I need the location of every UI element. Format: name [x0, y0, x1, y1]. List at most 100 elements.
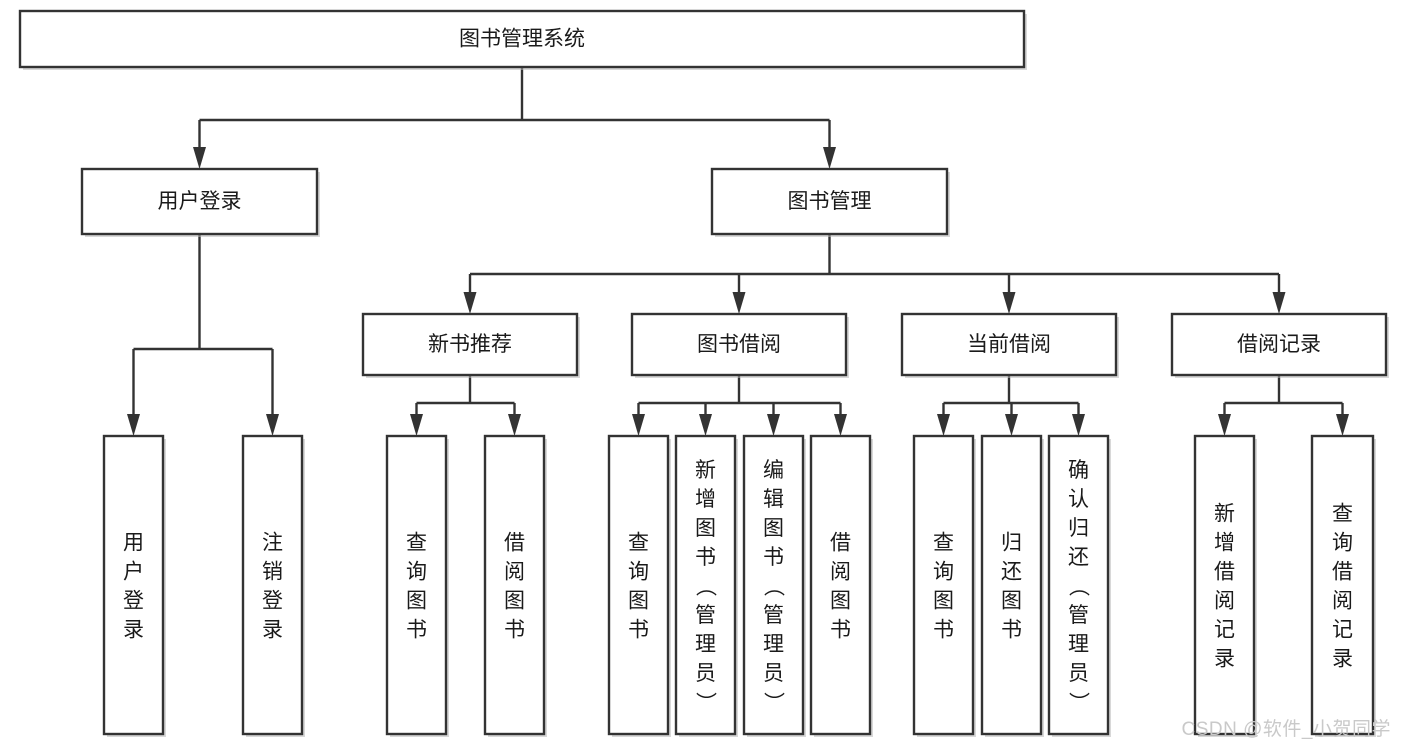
- node-book-manage[interactable]: 图书管理: [710, 167, 950, 237]
- arrow-head-icon: [127, 414, 140, 436]
- node-label-char: 还: [1001, 561, 1022, 584]
- node-label: 图书借阅: [697, 333, 781, 356]
- node-label-char: 理: [1068, 633, 1089, 656]
- arrow-head-icon: [1218, 414, 1231, 436]
- node-label-char: 查: [406, 532, 427, 555]
- arrow-head-icon: [1272, 292, 1286, 314]
- node-root[interactable]: 图书管理系统: [18, 9, 1027, 70]
- node-label-char: ）: [1067, 692, 1090, 713]
- arrow-head-icon: [1072, 414, 1085, 436]
- node-new-book-rec[interactable]: 新书推荐: [361, 312, 580, 378]
- node-label-char: 登: [262, 590, 283, 613]
- node-box: [1170, 312, 1388, 377]
- node-current-borrow[interactable]: 当前借阅: [900, 312, 1119, 378]
- node-box: [674, 434, 737, 736]
- node-box: [1047, 434, 1110, 736]
- node-label-char: 询: [933, 561, 954, 584]
- arrow-head-icon: [1336, 414, 1349, 436]
- node-label-char: 理: [695, 633, 716, 656]
- node-label-char: 增: [1214, 532, 1235, 555]
- node-label-char: 增: [695, 488, 716, 511]
- node-label-char: 管: [695, 604, 716, 627]
- node-box: [607, 434, 670, 736]
- arrow-head-icon: [266, 414, 279, 436]
- node-label-char: 注: [262, 532, 283, 555]
- node-borrow-record[interactable]: 借阅记录: [1170, 312, 1389, 378]
- node-label-char: 书: [933, 619, 954, 642]
- node-label-char: 辑: [763, 488, 784, 511]
- arrow-head-icon: [1005, 414, 1018, 436]
- node-label-char: 阅: [504, 561, 525, 584]
- arrow-head-icon: [823, 147, 836, 169]
- node-label-char: 理: [763, 633, 784, 656]
- node-label-char: 书: [1001, 619, 1022, 642]
- node-label-char: 借: [504, 532, 525, 555]
- node-label-char: 询: [406, 561, 427, 584]
- node-label-char: 书: [504, 619, 525, 642]
- node-label-char: 录: [1214, 648, 1235, 671]
- node-layer: 图书管理系统用户登录图书管理新书推荐图书借阅当前借阅借阅记录用户登录注销登录查询…: [18, 9, 1389, 737]
- node-label-char: 登: [123, 590, 144, 613]
- node-label-char: 员: [695, 662, 716, 685]
- node-box: [710, 167, 949, 236]
- node-label-char: 阅: [830, 561, 851, 584]
- node-book-borrow[interactable]: 图书借阅: [630, 312, 849, 378]
- connector-layer: [127, 67, 1349, 436]
- node-label-char: 书: [763, 546, 784, 569]
- arrow-head-icon: [193, 147, 206, 169]
- node-label-char: 阅: [1332, 590, 1353, 613]
- node-label: 新书推荐: [428, 333, 512, 356]
- node-box: [18, 9, 1026, 69]
- node-label-char: 查: [628, 532, 649, 555]
- node-label-char: 借: [1332, 561, 1353, 584]
- node-label-char: 书: [628, 619, 649, 642]
- node-leaf-user-login[interactable]: 用户登录: [102, 434, 166, 737]
- node-label-char: 归: [1001, 532, 1022, 555]
- node-label-char: 借: [1214, 561, 1235, 584]
- node-label-char: 新: [1214, 503, 1235, 526]
- node-box: [483, 434, 546, 736]
- node-box: [80, 167, 319, 236]
- arrow-head-icon: [508, 414, 521, 436]
- node-label-char: ）: [762, 692, 785, 713]
- node-label-char: 还: [1068, 546, 1089, 569]
- node-label-char: 录: [123, 619, 144, 642]
- node-label: 图书管理: [788, 190, 872, 213]
- node-label: 当前借阅: [967, 333, 1051, 356]
- node-box: [809, 434, 872, 736]
- node-label-char: 员: [763, 662, 784, 685]
- node-label-char: 图: [504, 590, 525, 613]
- node-box: [630, 312, 848, 377]
- node-label-char: 书: [695, 546, 716, 569]
- node-label-char: （: [1067, 576, 1090, 597]
- arrow-head-icon: [732, 292, 746, 314]
- node-box: [980, 434, 1043, 736]
- node-box: [241, 434, 304, 736]
- node-label-char: （: [694, 576, 717, 597]
- node-label-char: 图: [406, 590, 427, 613]
- node-box: [912, 434, 975, 736]
- node-label-char: 图: [628, 590, 649, 613]
- node-box: [385, 434, 448, 736]
- node-box: [1310, 434, 1375, 736]
- arrow-head-icon: [699, 414, 712, 436]
- arrow-head-icon: [632, 414, 645, 436]
- node-box: [102, 434, 165, 736]
- node-label-char: 户: [123, 561, 144, 584]
- arrow-head-icon: [767, 414, 780, 436]
- node-user-login[interactable]: 用户登录: [80, 167, 320, 237]
- node-label-char: 录: [262, 619, 283, 642]
